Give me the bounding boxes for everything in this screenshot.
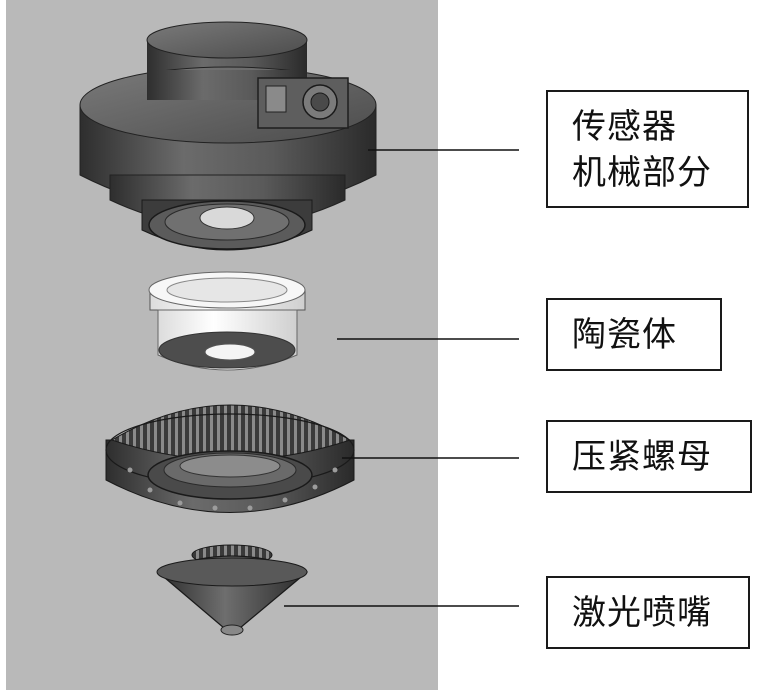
label-ceramic: 陶瓷体 — [572, 315, 677, 355]
label-box-sensor — [546, 90, 749, 208]
label-nozzle: 激光喷嘴 — [572, 593, 712, 633]
label-box-nozzle — [546, 576, 750, 649]
label-sensor-line2: 机械部分 — [572, 153, 712, 193]
label-locknut: 压紧螺母 — [572, 437, 712, 477]
lock-nut — [105, 404, 355, 513]
leader-lines — [284, 149, 519, 607]
label-box-ceramic — [546, 298, 722, 371]
label-box-locknut — [546, 420, 752, 493]
sensor-mechanical-part — [79, 21, 377, 251]
laser-nozzle — [156, 544, 309, 636]
ceramic-body — [148, 271, 306, 371]
label-sensor-line1: 传感器 — [572, 107, 677, 147]
